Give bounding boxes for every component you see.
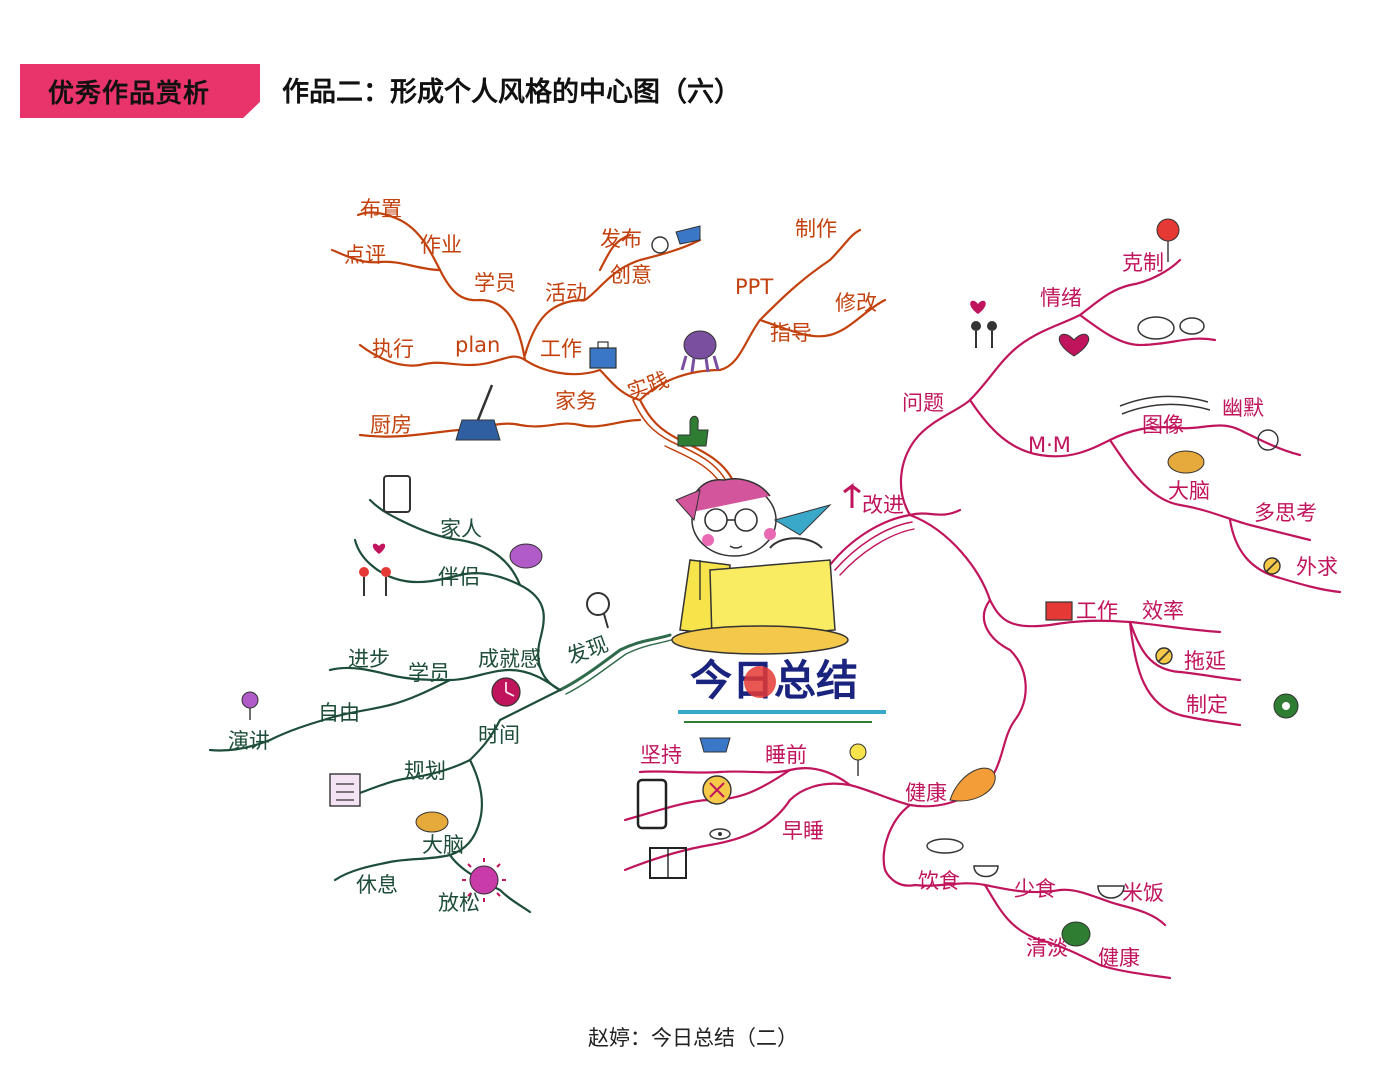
node-label: 时间 bbox=[478, 723, 520, 747]
node-label: 发布 bbox=[600, 227, 642, 251]
green-labels: 发现 家人 伴侣 学员 进步 成就感 演讲 自由 时间 规划 大脑 休息 放松 bbox=[228, 517, 611, 915]
magnifier-icon bbox=[586, 592, 610, 629]
section-badge-label: 优秀作品赏析 bbox=[48, 79, 211, 109]
node-label: 进步 bbox=[348, 647, 390, 671]
node-label: 工作 bbox=[1076, 599, 1118, 623]
node-label: 健康 bbox=[905, 781, 947, 805]
node-label: 饮食 bbox=[918, 869, 960, 893]
node-label: 学员 bbox=[474, 271, 516, 295]
node-label: 制作 bbox=[795, 217, 837, 241]
phone-icon bbox=[636, 778, 668, 830]
figure-caption: 赵婷：今日总结（二） bbox=[588, 1026, 798, 1050]
speech-bubble-icon bbox=[509, 316, 1205, 569]
node-label: 家务 bbox=[555, 389, 597, 413]
thumbs-up-icon bbox=[677, 415, 709, 447]
heart-icon bbox=[372, 300, 1090, 554]
node-label: 问题 bbox=[902, 391, 944, 415]
node-label: 外求 bbox=[1296, 555, 1338, 579]
node-label: 规划 bbox=[404, 759, 446, 783]
balloon-icon bbox=[1156, 218, 1180, 262]
sleeping-icon bbox=[849, 743, 867, 776]
page-title: 作品二：形成个人风格的中心图（六） bbox=[282, 77, 741, 108]
pointing-hand-icon bbox=[675, 225, 701, 245]
orange-root-label: 实践 bbox=[624, 368, 672, 405]
broom-icon bbox=[455, 384, 501, 441]
node-label: 休息 bbox=[356, 873, 398, 897]
node-label: 自由 bbox=[318, 701, 360, 725]
vegetable-icon bbox=[1061, 921, 1091, 947]
node-label: 克制 bbox=[1122, 251, 1164, 275]
node-label: 成就感 bbox=[478, 647, 541, 671]
sweet-potato-icon bbox=[949, 767, 996, 802]
node-label: 学员 bbox=[408, 661, 450, 685]
girl-character-icon bbox=[671, 478, 849, 655]
node-label: 作业 bbox=[420, 233, 462, 257]
pink-root-label: 改进 bbox=[862, 493, 904, 517]
node-label: 早睡 bbox=[782, 819, 824, 843]
briefcase-icon bbox=[1045, 601, 1073, 621]
node-label: 拖延 bbox=[1184, 649, 1226, 673]
tracks-icon bbox=[1119, 395, 1211, 415]
orange-labels: 布置 点评 作业 学员 活动 发布 创意 制作 PPT 执行 plan 工作 指… bbox=[344, 197, 877, 437]
node-label: 执行 bbox=[372, 337, 414, 361]
node-label: 多思考 bbox=[1254, 501, 1317, 525]
clock-icon bbox=[491, 677, 521, 707]
pink-labels: 改进 情绪 克制 问题 M·M 图像 幽默 大脑 多思考 外求 工作 效率 拖延… bbox=[640, 251, 1338, 970]
node-label: 制定 bbox=[1186, 693, 1228, 717]
node-label: 情绪 bbox=[1040, 286, 1082, 310]
node-label: 清淡 bbox=[1026, 936, 1068, 960]
node-label: 图像 bbox=[1142, 413, 1184, 437]
eye-icon bbox=[709, 828, 731, 840]
fish-icon bbox=[926, 838, 964, 854]
sun-mark bbox=[744, 666, 776, 698]
node-label: M·M bbox=[1028, 433, 1071, 457]
node-label: 坚持 bbox=[640, 743, 682, 767]
node-label: 睡前 bbox=[765, 743, 807, 767]
tablet-icon bbox=[383, 475, 411, 513]
people-icon bbox=[359, 321, 997, 596]
target-icon bbox=[1273, 693, 1299, 719]
node-label: 大脑 bbox=[422, 833, 464, 857]
central-image: 今日总结 bbox=[671, 478, 886, 723]
octopus-icon bbox=[680, 330, 720, 373]
node-label: plan bbox=[455, 333, 500, 357]
brain-icon bbox=[415, 450, 1205, 833]
pin-icon bbox=[241, 691, 259, 720]
up-arrow-icon bbox=[843, 483, 861, 508]
node-label: 布置 bbox=[360, 197, 402, 221]
node-label: PPT bbox=[735, 275, 773, 299]
node-label: 幽默 bbox=[1222, 396, 1264, 420]
node-label: 修改 bbox=[835, 291, 877, 315]
node-label: 活动 bbox=[545, 281, 587, 305]
node-label: 演讲 bbox=[228, 729, 270, 753]
bowl-icon bbox=[699, 737, 1125, 899]
node-label: 点评 bbox=[344, 243, 386, 267]
sun-icon bbox=[462, 858, 506, 902]
node-label: 创意 bbox=[610, 263, 652, 287]
node-label: 指导 bbox=[770, 321, 812, 345]
node-label: 工作 bbox=[540, 337, 582, 361]
briefcase-icon bbox=[589, 341, 617, 369]
node-label: 健康 bbox=[1098, 946, 1140, 970]
node-label: 放松 bbox=[438, 891, 480, 915]
node-label: 大脑 bbox=[1168, 479, 1210, 503]
book-icon bbox=[649, 847, 687, 879]
section-badge: 优秀作品赏析 bbox=[20, 64, 260, 118]
pink-branch bbox=[623, 258, 1342, 980]
node-label: 厨房 bbox=[370, 413, 412, 437]
node-label: 效率 bbox=[1142, 599, 1184, 623]
node-label: 米饭 bbox=[1122, 881, 1164, 905]
checklist-icon bbox=[329, 773, 361, 807]
no-sign-icon bbox=[702, 557, 1281, 805]
node-label: 少食 bbox=[1014, 877, 1056, 901]
lightbulb-icon bbox=[651, 236, 1279, 451]
node-label: 伴侣 bbox=[438, 565, 480, 589]
node-label: 家人 bbox=[440, 517, 482, 541]
